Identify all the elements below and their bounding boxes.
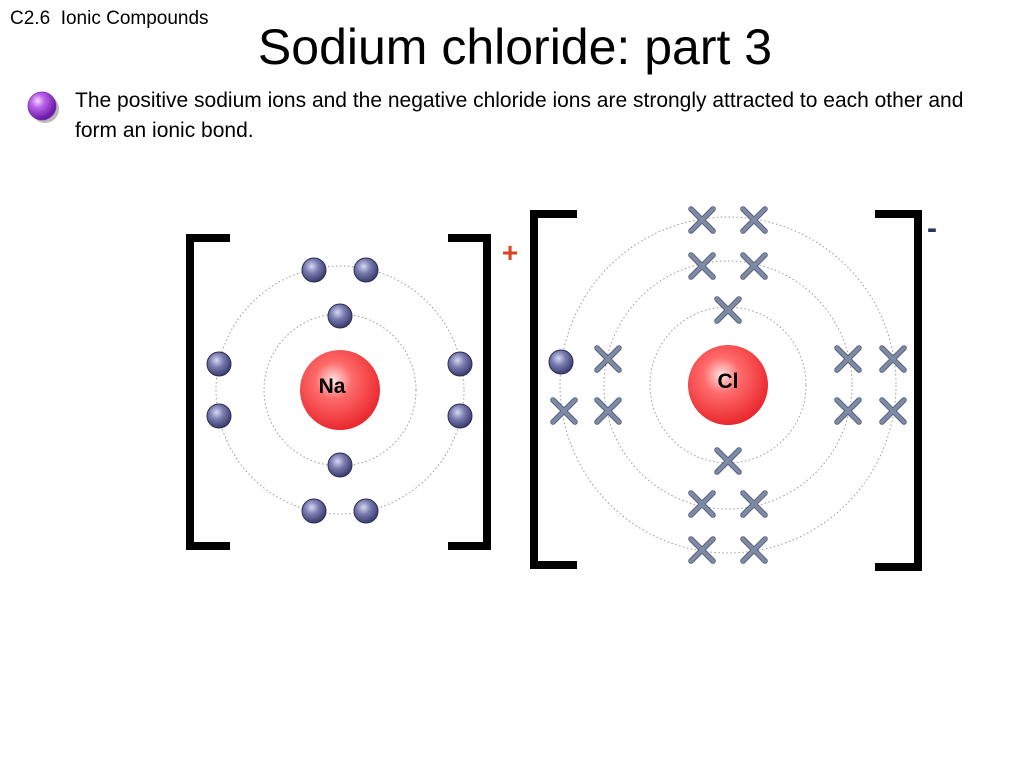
sodium-electron xyxy=(327,303,353,329)
sodium-shell-1 xyxy=(263,313,417,467)
chlorine-electron xyxy=(714,296,742,324)
sodium-nucleus xyxy=(300,350,380,430)
chloride-charge: - xyxy=(927,212,937,245)
chlorine-electron xyxy=(740,490,768,518)
sodium-electron xyxy=(327,452,353,478)
chlorine-electron xyxy=(550,397,578,425)
chlorine-electron xyxy=(879,397,907,425)
chlorine-symbol: Cl xyxy=(718,370,739,393)
chlorine-shell-1 xyxy=(649,306,807,464)
chlorine-electron xyxy=(688,252,716,280)
slide-title: Sodium chloride: part 3 xyxy=(257,19,773,75)
sodium-symbol: Na xyxy=(319,375,346,398)
sodium-electron xyxy=(301,498,327,524)
chlorine-electron xyxy=(879,345,907,373)
chlorine-electron xyxy=(688,206,716,234)
chlorine-nucleus xyxy=(688,345,768,425)
chlorine-shell-2 xyxy=(603,260,853,510)
sodium-electron xyxy=(447,403,473,429)
chloride-left-bracket xyxy=(530,210,577,569)
course-tag: C2.6 Ionic Compounds xyxy=(10,8,209,29)
sodium-electron xyxy=(206,351,232,377)
chloride-ion: - Cl xyxy=(530,206,937,571)
sodium-ion: + Na xyxy=(186,234,518,550)
chlorine-electron xyxy=(740,252,768,280)
sodium-left-bracket xyxy=(186,234,230,550)
sodium-electron xyxy=(301,257,327,283)
sodium-electron xyxy=(353,498,379,524)
chlorine-electron xyxy=(594,397,622,425)
sodium-electrons xyxy=(206,257,473,524)
purple-sphere-bullet-icon xyxy=(27,91,59,123)
chlorine-electron xyxy=(688,490,716,518)
transferred-electron xyxy=(548,349,574,375)
chlorine-electron xyxy=(834,397,862,425)
sodium-electron xyxy=(353,257,379,283)
sodium-electron xyxy=(206,403,232,429)
sodium-right-bracket xyxy=(448,234,491,550)
chlorine-electron xyxy=(594,345,622,373)
sodium-electron xyxy=(447,351,473,377)
sodium-shell-2 xyxy=(215,265,465,515)
chlorine-shell-3 xyxy=(559,216,897,554)
sodium-charge: + xyxy=(502,237,518,268)
chlorine-electron xyxy=(688,536,716,564)
chlorine-electrons xyxy=(550,206,907,564)
chlorine-electron xyxy=(834,345,862,373)
chlorine-electron xyxy=(714,447,742,475)
chlorine-electron xyxy=(740,536,768,564)
chloride-right-bracket xyxy=(875,210,922,571)
bullet-text: The positive sodium ions and the negativ… xyxy=(75,89,964,142)
chlorine-electron xyxy=(740,206,768,234)
